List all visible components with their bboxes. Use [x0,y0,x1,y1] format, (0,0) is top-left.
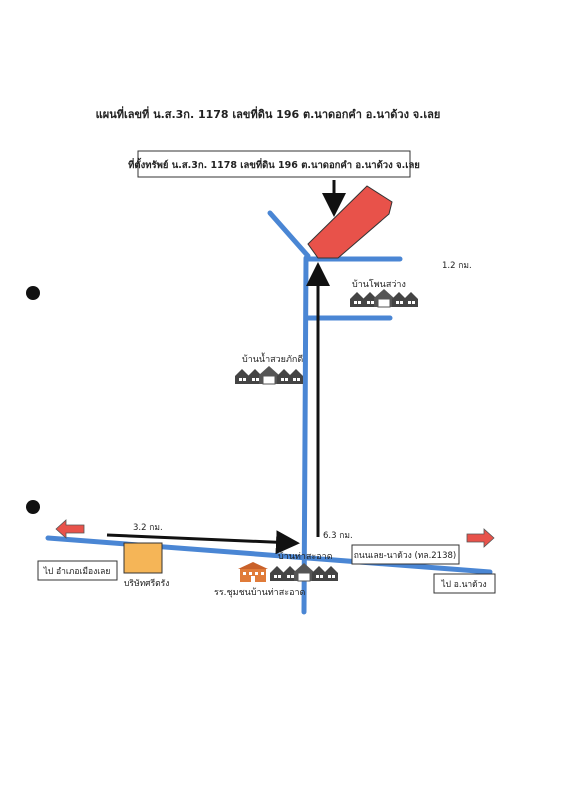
property-parcel [307,185,393,259]
company-label: บริษัทศรีตรัง [124,578,169,589]
road-label-text: ถนนเลย-นาด้วง (ทล.2138) [354,550,456,561]
arrow-west-route [106,530,300,555]
punch-hole-bottom [26,500,40,514]
village-phon-sawang-houses-icon [350,288,418,308]
distance-north-segment: 6.3 กม. [323,531,353,541]
school-label: รร.ชุมชนบ้านท่าสะอาด [214,587,306,598]
roads [45,210,493,615]
arrow-west-direction-icon [55,519,85,539]
road-label-box [351,544,460,565]
destination-east-box [433,573,496,594]
punch-hole-top [26,286,40,300]
destination-west-box [37,560,118,581]
village-phon-sawang-label: บ้านโพนสว่าง [352,279,406,290]
property-label-box [137,150,411,178]
property-label-text: ที่ตั้งทรัพย์ น.ส.3ก. 1178 เลขที่ดิน 196… [128,157,420,171]
distance-west-segment: 3.2 กม. [133,523,163,533]
diagonal-road-north [267,210,311,259]
school-building-icon [238,562,268,582]
arrow-east-direction-icon [466,528,495,548]
distance-top-right: 1.2 กม. [442,261,472,271]
destination-west-text: ไป อำเภอเมืองเลย [43,566,111,577]
village-nam-suay-phakdi-houses-icon [235,365,303,385]
destination-east-text: ไป อ.นาด้วง [440,579,486,590]
main-road-lei-na-duang [45,535,493,575]
village-tha-sa-at-houses-icon [270,562,338,582]
village-tha-sa-at-label: บ้านท่าสะอาด [278,551,333,562]
company-parcel [123,542,163,574]
map-title: แผนที่เลขที่ น.ส.3ก. 1178 เลขที่ดิน 196 … [96,106,441,121]
village-nam-suay-phakdi-label: บ้านน้ำสวยภักดี [242,352,303,365]
